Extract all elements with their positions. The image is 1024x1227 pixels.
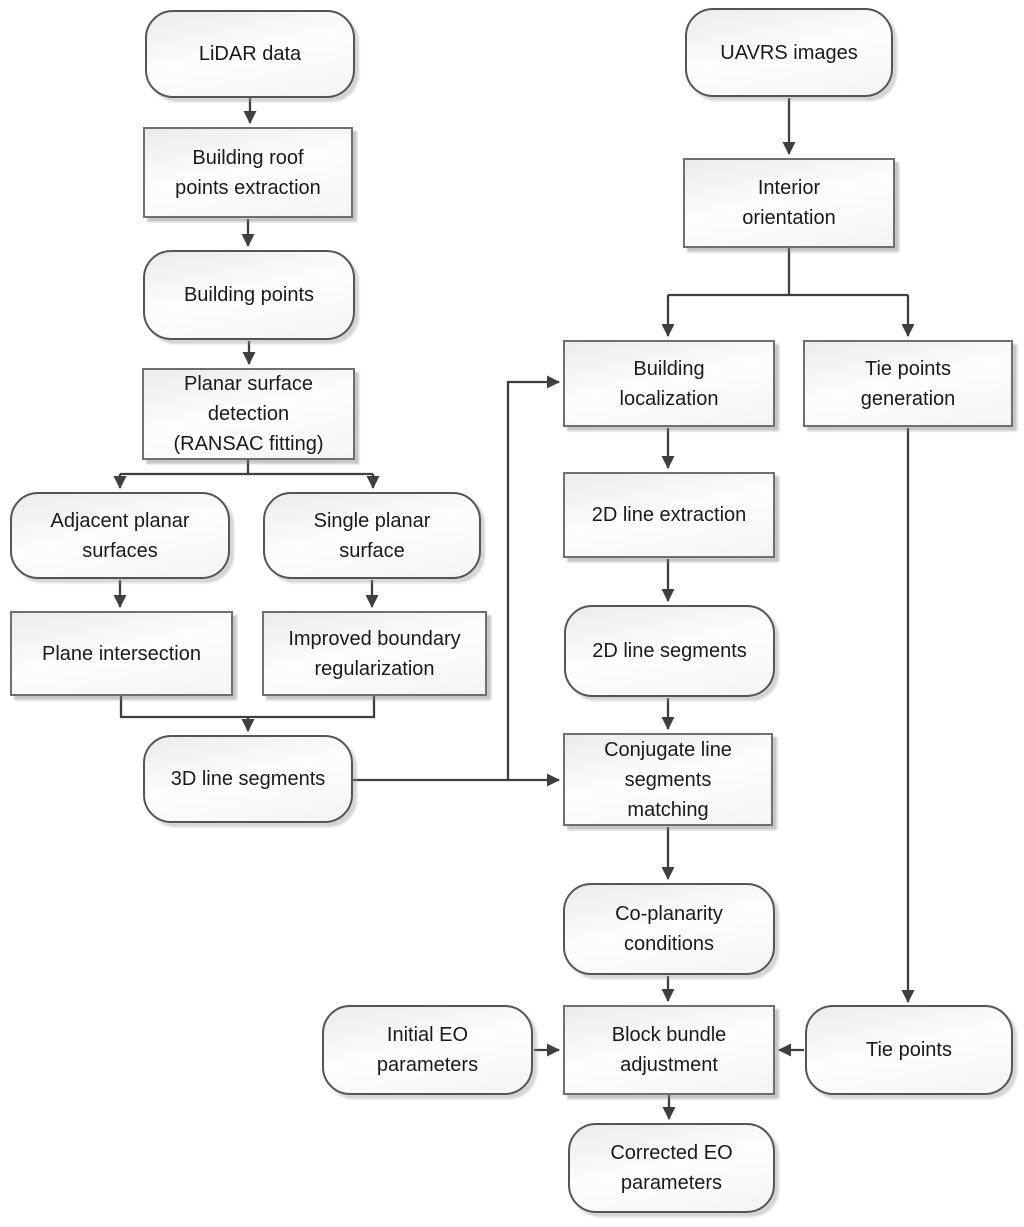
node-2d-line-extraction: 2D line extraction [563, 472, 775, 558]
node-lidar-data: LiDAR data [145, 10, 355, 98]
node-label: Tie points generation [860, 357, 956, 410]
node-label: 2D line extraction [591, 504, 747, 526]
node-improved-boundary-regularization: Improved boundary regularization [262, 611, 487, 696]
node-initial-eo-parameters: Initial EO parameters [322, 1005, 533, 1095]
connector-3d-to-localization [506, 375, 560, 780]
node-label: Block bundle adjustment [611, 1024, 727, 1076]
node-tie-points: Tie points [805, 1005, 1013, 1095]
node-label: Plane intersection [42, 642, 201, 665]
connector-interior-branch [661, 248, 915, 337]
node-tie-points-generation: Tie points generation [803, 340, 1013, 427]
node-label: Corrected EO parameters [610, 1142, 733, 1194]
node-label: 3D line segments [170, 768, 326, 790]
node-label: Single planar surface [313, 509, 431, 562]
node-label: Co-planarity conditions [615, 903, 723, 955]
node-label: Building localization [619, 357, 719, 410]
node-co-planarity-conditions: Co-planarity conditions [563, 883, 775, 975]
connector-detection-branch [113, 460, 380, 489]
node-conjugate-line-segments-matching: Conjugate line segments matching [563, 733, 773, 826]
node-label: Planar surface detection (RANSAC fitting… [173, 373, 324, 455]
node-planar-surface-detection: Planar surface detection (RANSAC fitting… [142, 368, 355, 460]
node-uavrs-images: UAVRS images [685, 8, 893, 97]
node-label: Initial EO parameters [376, 1024, 479, 1076]
node-building-points: Building points [143, 250, 355, 340]
node-label: Adjacent planar surfaces [50, 509, 190, 562]
node-label: Building roof points extraction [175, 146, 321, 199]
node-label: Conjugate line segments matching [604, 738, 732, 821]
node-single-planar-surface: Single planar surface [263, 492, 481, 579]
node-label: UAVRS images [720, 41, 858, 64]
node-3d-line-segments: 3D line segments [143, 735, 353, 823]
node-adjacent-planar-surfaces: Adjacent planar surfaces [10, 492, 230, 579]
node-corrected-eo-parameters: Corrected EO parameters [568, 1123, 775, 1213]
node-label: LiDAR data [198, 43, 302, 65]
node-building-roof-points-extraction: Building roof points extraction [143, 127, 353, 218]
node-label: Interior orientation [742, 177, 836, 229]
node-block-bundle-adjustment: Block bundle adjustment [563, 1005, 775, 1095]
node-building-localization: Building localization [563, 340, 775, 427]
connector-merge-to-3d [119, 696, 376, 732]
node-label: Improved boundary regularization [288, 627, 461, 680]
node-2d-line-segments: 2D line segments [564, 605, 775, 697]
node-plane-intersection: Plane intersection [10, 611, 233, 696]
node-label: 2D line segments [592, 640, 747, 662]
node-label: Tie points [866, 1039, 952, 1061]
node-interior-orientation: Interior orientation [683, 158, 895, 248]
node-label: Building points [183, 284, 315, 306]
